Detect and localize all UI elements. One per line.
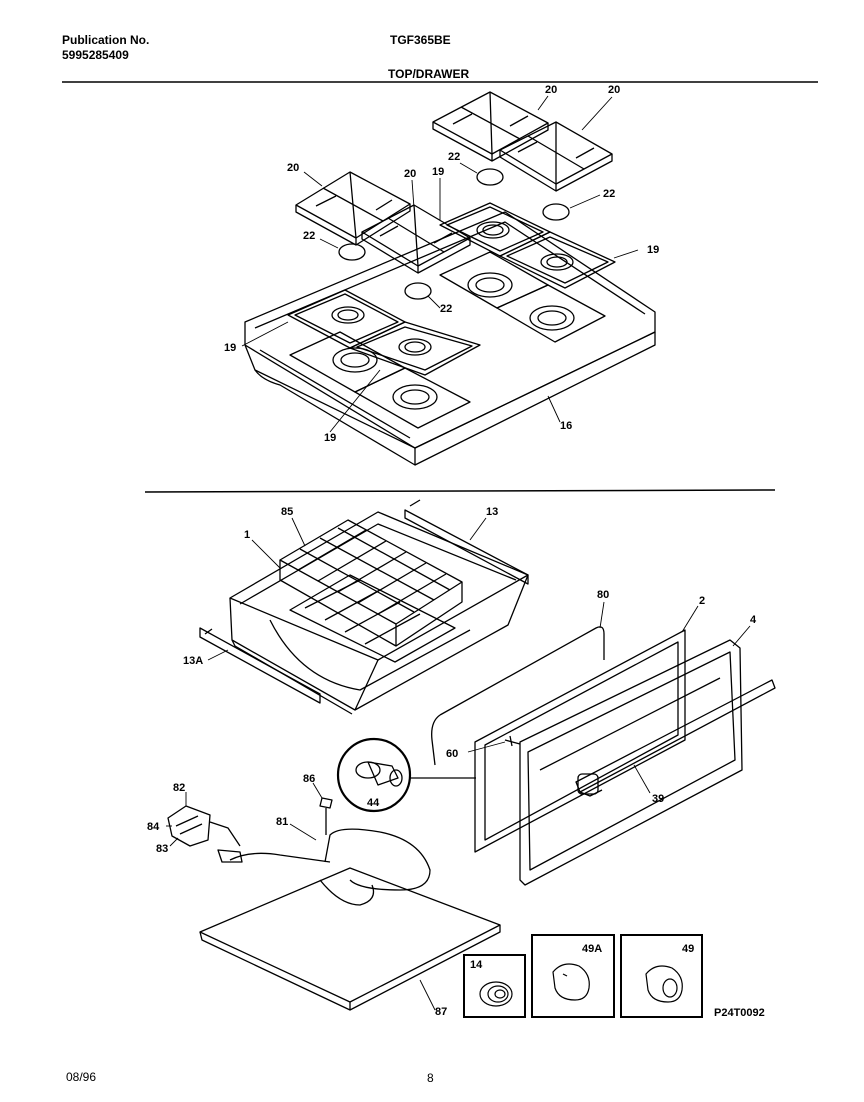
callout-4: 4 — [750, 614, 757, 626]
callout-2: 2 — [699, 595, 706, 607]
callout-1: 1 — [244, 529, 251, 541]
burner-pans-back-right — [439, 202, 616, 289]
callout-87: 87 — [435, 1006, 448, 1018]
model-number: TGF365BE — [390, 33, 451, 47]
drawer-inner-panel-2 — [474, 629, 686, 853]
drawer-body-1 — [229, 511, 529, 715]
inset-label-49a: 49A — [582, 943, 603, 955]
cooktop-burners — [289, 251, 606, 429]
footer-date: 08/96 — [66, 1070, 97, 1084]
callout-86: 86 — [303, 773, 316, 785]
knob-14-icon — [479, 981, 513, 1007]
callout-19-top: 19 — [432, 166, 445, 178]
clip-86 — [319, 797, 333, 835]
inset-knob-14: 14 — [463, 954, 526, 1018]
callout-81: 81 — [276, 816, 289, 828]
publication-label: Publication No. — [62, 33, 150, 47]
broiler-rack-85 — [279, 519, 463, 647]
element-81 — [217, 828, 431, 906]
knob-49a-icon — [552, 963, 590, 1001]
drawer-bottom-87 — [199, 867, 501, 1011]
bushing-44 — [336, 737, 476, 813]
knob-49-icon — [645, 965, 683, 1003]
callout-20-back-right: 20 — [608, 84, 621, 96]
switch-82 — [167, 805, 241, 847]
callout-39: 39 — [652, 793, 665, 805]
callout-20-back-left: 20 — [545, 84, 558, 96]
callout-22-left: 22 — [303, 230, 316, 242]
drawer-leaders — [166, 517, 751, 1011]
drawer-front-4 — [519, 639, 743, 886]
cooktop-body-16 — [244, 211, 656, 466]
callout-19-right: 19 — [647, 244, 660, 256]
callout-13: 13 — [486, 506, 499, 518]
callout-16: 16 — [560, 420, 573, 432]
burner-grates-20 — [295, 91, 613, 274]
callout-85: 85 — [281, 506, 294, 518]
callout-19-left: 19 — [224, 342, 237, 354]
callout-82: 82 — [173, 782, 186, 794]
inset-knob-49: 49 — [620, 934, 703, 1018]
section-title: TOP/DRAWER — [388, 67, 470, 81]
callout-13a: 13A — [183, 655, 204, 667]
screw-60 — [504, 735, 521, 747]
footer-page-number: 8 — [427, 1071, 434, 1085]
burner-caps-22 — [338, 168, 570, 300]
callout-20-left: 20 — [287, 162, 300, 174]
publication-number: 5995285409 — [62, 48, 129, 62]
callout-44: 44 — [367, 797, 380, 809]
drawer-slide-13a — [199, 627, 321, 704]
figure-code: P24T0092 — [714, 1007, 765, 1019]
callout-83: 83 — [156, 843, 169, 855]
gasket-80 — [431, 626, 605, 766]
callout-19-bottom: 19 — [324, 432, 337, 444]
drawer-slide-13 — [404, 499, 529, 585]
drawer-handle-39 — [575, 679, 776, 797]
callout-20-middle: 20 — [404, 168, 417, 180]
top-leaders — [241, 95, 639, 433]
callout-80: 80 — [597, 589, 610, 601]
inset-label-49: 49 — [682, 943, 695, 955]
section-divider — [144, 489, 776, 493]
burner-pans-front-left — [287, 289, 481, 376]
callout-22-front: 22 — [440, 303, 453, 315]
callout-60: 60 — [446, 748, 459, 760]
inset-label-14: 14 — [470, 959, 483, 971]
callout-22-back: 22 — [448, 151, 461, 163]
callout-22-right: 22 — [603, 188, 616, 200]
inset-knob-49a: 49A — [531, 934, 615, 1018]
callout-84: 84 — [147, 821, 160, 833]
